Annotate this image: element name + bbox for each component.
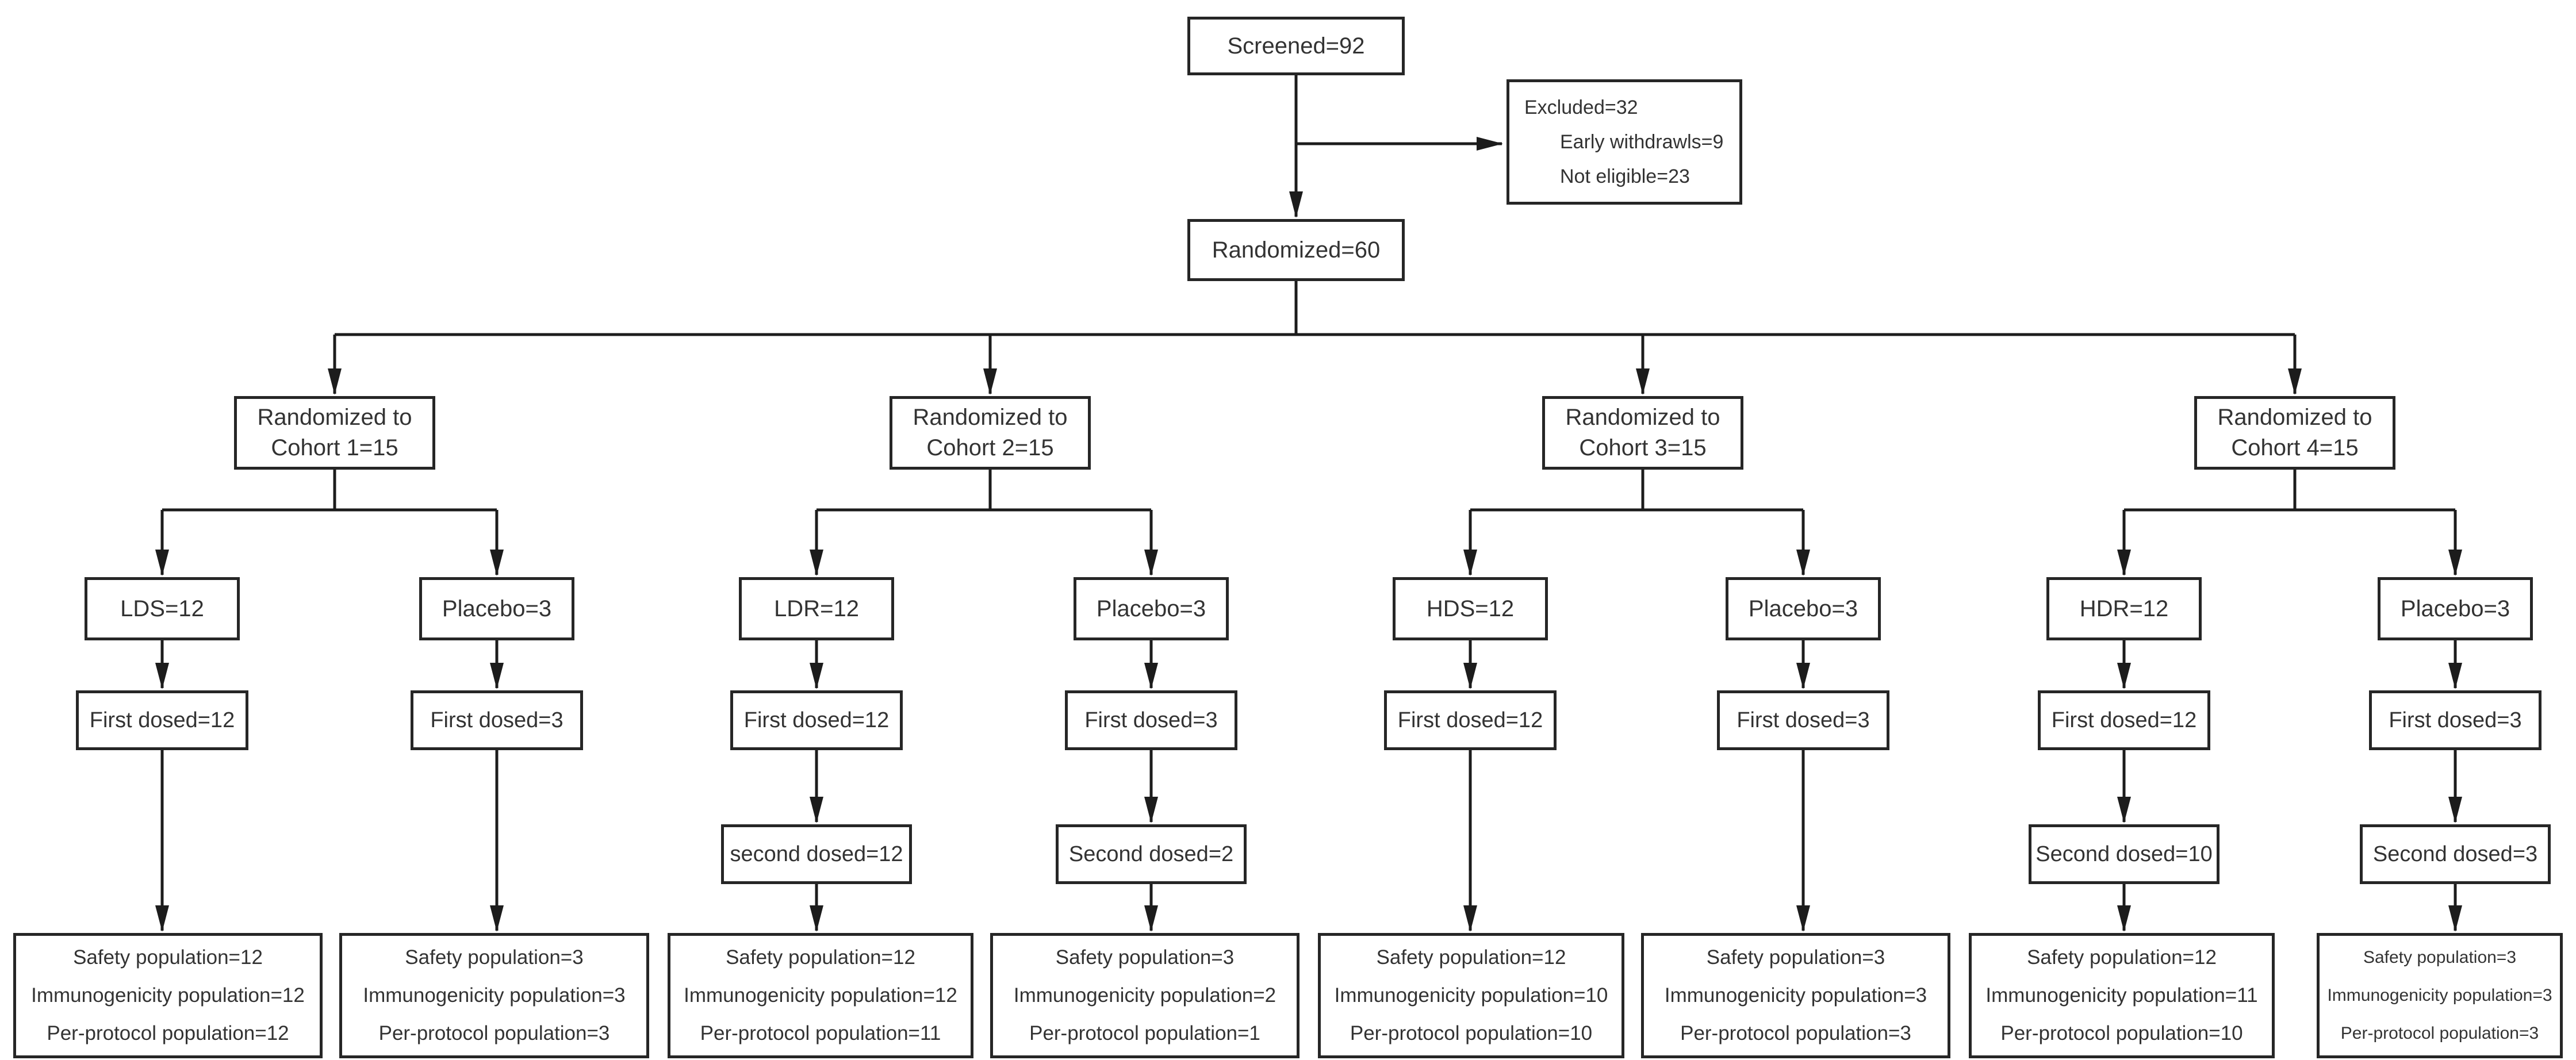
- per-protocol-population-label: Per-protocol population=3: [1680, 1022, 1911, 1044]
- cohort-3-arm-outcome-box: Safety population=12 Immunogenicity popu…: [1318, 933, 1624, 1058]
- cohort-2-placebo-box: Placebo=3: [1074, 577, 1229, 640]
- cohort-2-line2: Cohort 2=15: [926, 435, 1054, 460]
- randomized-label: Randomized=60: [1212, 237, 1381, 263]
- connector-trunk-lines: [162, 281, 2455, 512]
- cohort-4-placebo-second-dosed-box: Second dosed=3: [2360, 824, 2551, 884]
- excluded-box: Excluded=32 Early withdrawls=9 Not eligi…: [1506, 79, 1742, 205]
- cohort-1-arm-first-dosed-box: First dosed=12: [76, 690, 248, 750]
- cohort-4-arm-label: HDR=12: [2079, 596, 2169, 621]
- cohort-2-placebo-second-dosed-box: Second dosed=2: [1056, 824, 1247, 884]
- cohort-1-line1: Randomized to: [257, 405, 412, 431]
- cohort-2-arm-box: LDR=12: [739, 577, 894, 640]
- cohort-2-arm-second-dosed-box: second dosed=12: [721, 824, 912, 884]
- safety-population-label: Safety population=3: [1706, 946, 1885, 969]
- cohort-1-arm-label: LDS=12: [120, 596, 204, 621]
- cohort-2-placebo-first-dosed-label: First dosed=3: [1084, 708, 1218, 732]
- excluded-total-label: Excluded=32: [1524, 97, 1638, 118]
- cohort-4-placebo-second-dosed-label: Second dosed=3: [2372, 842, 2538, 866]
- immunogenicity-population-label: Immunogenicity population=12: [684, 984, 957, 1007]
- cohort-1-placebo-first-dosed-label: First dosed=3: [430, 708, 564, 732]
- cohort-1-line2: Cohort 1=15: [271, 435, 398, 460]
- cohort-4-arm-second-dosed-box: Second dosed=10: [2029, 824, 2220, 884]
- cohort-2-arm-label: LDR=12: [774, 596, 859, 621]
- cohort-4-placebo-first-dosed-label: First dosed=3: [2389, 708, 2522, 732]
- safety-population-label: Safety population=3: [2363, 948, 2517, 967]
- cohort-4-line2: Cohort 4=15: [2231, 435, 2359, 460]
- screened-box: Screened=92: [1187, 17, 1405, 75]
- safety-population-label: Safety population=3: [1055, 946, 1235, 969]
- cohort-4-placebo-first-dosed-box: First dosed=3: [2369, 690, 2542, 750]
- cohort-3-line1: Randomized to: [1565, 405, 1720, 431]
- immunogenicity-population-label: Immunogenicity population=11: [1985, 984, 2258, 1007]
- cohort-1-placebo-label: Placebo=3: [442, 596, 552, 621]
- cohort-1-placebo-first-dosed-box: First dosed=3: [411, 690, 583, 750]
- cohort-2-box: Randomized to Cohort 2=15: [890, 396, 1091, 470]
- cohort-2-placebo-outcome-box: Safety population=3 Immunogenicity popul…: [990, 933, 1300, 1058]
- cohort-4-arm-first-dosed-box: First dosed=12: [2038, 690, 2210, 750]
- cohort-4-placebo-box: Placebo=3: [2378, 577, 2533, 640]
- cohort-3-placebo-outcome-box: Safety population=3 Immunogenicity popul…: [1641, 933, 1950, 1058]
- cohort-1-placebo-outcome-box: Safety population=3 Immunogenicity popul…: [339, 933, 649, 1058]
- per-protocol-population-label: Per-protocol population=10: [2000, 1022, 2243, 1044]
- per-protocol-population-label: Per-protocol population=3: [378, 1022, 610, 1044]
- immunogenicity-population-label: Immunogenicity population=3: [1664, 984, 1927, 1007]
- per-protocol-population-label: Per-protocol population=12: [47, 1022, 289, 1044]
- immunogenicity-population-label: Immunogenicity population=10: [1334, 984, 1608, 1007]
- cohort-2-arm-outcome-box: Safety population=12 Immunogenicity popu…: [668, 933, 973, 1058]
- cohort-4-arm-box: HDR=12: [2046, 577, 2202, 640]
- per-protocol-population-label: Per-protocol population=11: [700, 1022, 941, 1044]
- cohort-3-arm-first-dosed-label: First dosed=12: [1397, 708, 1543, 732]
- cohort-3-arm-box: HDS=12: [1393, 577, 1548, 640]
- cohort-2-placebo-first-dosed-box: First dosed=3: [1065, 690, 1237, 750]
- randomized-box: Randomized=60: [1187, 219, 1405, 281]
- safety-population-label: Safety population=12: [726, 946, 915, 969]
- cohort-4-placebo-outcome-box: Safety population=3 Immunogenicity popul…: [2317, 933, 2563, 1058]
- cohort-3-placebo-label: Placebo=3: [1748, 596, 1858, 621]
- immunogenicity-population-label: Immunogenicity population=12: [31, 984, 305, 1007]
- screened-label: Screened=92: [1227, 33, 1365, 59]
- safety-population-label: Safety population=12: [2027, 946, 2217, 969]
- cohort-4-arm-second-dosed-label: Second dosed=10: [2035, 842, 2213, 866]
- safety-population-label: Safety population=12: [1376, 946, 1566, 969]
- immunogenicity-population-label: Immunogenicity population=3: [2327, 986, 2552, 1005]
- cohort-1-placebo-box: Placebo=3: [419, 577, 574, 640]
- per-protocol-population-label: Per-protocol population=10: [1350, 1022, 1593, 1044]
- cohort-2-placebo-label: Placebo=3: [1096, 596, 1206, 621]
- immunogenicity-population-label: Immunogenicity population=2: [1013, 984, 1276, 1007]
- cohort-2-line1: Randomized to: [913, 405, 1068, 431]
- cohort-4-box: Randomized to Cohort 4=15: [2194, 396, 2395, 470]
- excluded-withdrawals-label: Early withdrawls=9: [1560, 131, 1724, 153]
- cohort-4-line1: Randomized to: [2217, 405, 2372, 431]
- cohort-4-arm-first-dosed-label: First dosed=12: [2051, 708, 2197, 732]
- cohort-1-arm-first-dosed-label: First dosed=12: [89, 708, 235, 732]
- excluded-not-eligible-label: Not eligible=23: [1560, 166, 1690, 187]
- cohort-3-line2: Cohort 3=15: [1579, 435, 1707, 460]
- per-protocol-population-label: Per-protocol population=3: [2340, 1024, 2539, 1043]
- cohort-4-placebo-label: Placebo=3: [2400, 596, 2510, 621]
- cohort-3-arm-label: HDS=12: [1426, 596, 1515, 621]
- cohort-2-arm-first-dosed-box: First dosed=12: [730, 690, 903, 750]
- cohort-2-arm-first-dosed-label: First dosed=12: [743, 708, 890, 732]
- cohort-3-placebo-first-dosed-box: First dosed=3: [1717, 690, 1889, 750]
- cohort-1-box: Randomized to Cohort 1=15: [234, 396, 435, 470]
- cohort-1-arm-box: LDS=12: [85, 577, 240, 640]
- cohort-2-arm-second-dosed-label: second dosed=12: [730, 842, 903, 866]
- safety-population-label: Safety population=12: [73, 946, 263, 969]
- cohort-1-arm-outcome-box: Safety population=12 Immunogenicity popu…: [13, 933, 323, 1058]
- cohort-3-placebo-box: Placebo=3: [1726, 577, 1881, 640]
- per-protocol-population-label: Per-protocol population=1: [1029, 1022, 1260, 1044]
- cohort-2-placebo-second-dosed-label: Second dosed=2: [1068, 842, 1234, 866]
- immunogenicity-population-label: Immunogenicity population=3: [363, 984, 626, 1007]
- cohort-3-arm-first-dosed-box: First dosed=12: [1384, 690, 1557, 750]
- cohort-3-box: Randomized to Cohort 3=15: [1542, 396, 1743, 470]
- cohort-3-placebo-first-dosed-label: First dosed=3: [1736, 708, 1870, 732]
- safety-population-label: Safety population=3: [405, 946, 584, 969]
- cohort-4-arm-outcome-box: Safety population=12 Immunogenicity popu…: [1969, 933, 2275, 1058]
